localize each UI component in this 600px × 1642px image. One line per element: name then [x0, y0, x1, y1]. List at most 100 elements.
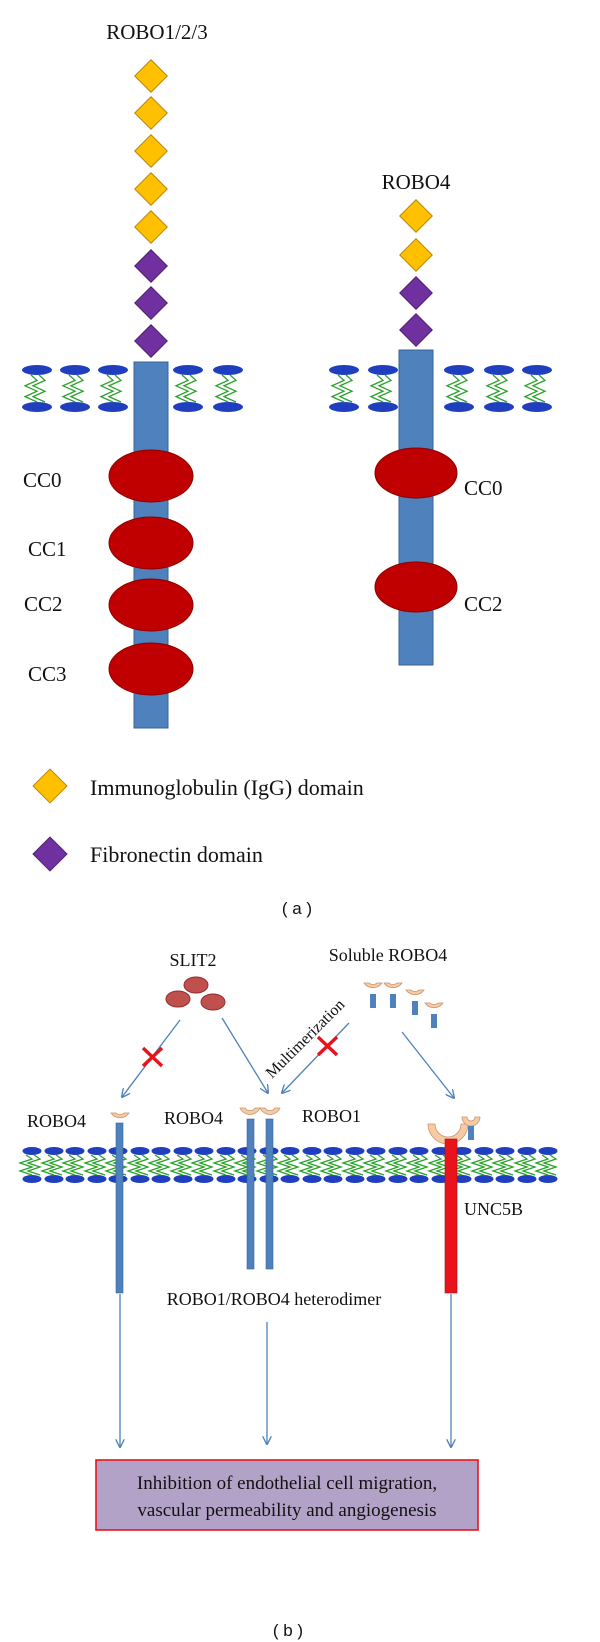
lipid-bilayer-unit — [297, 1147, 323, 1183]
igg-domain — [134, 134, 168, 168]
slit2-ligand — [165, 976, 226, 1011]
lipid-bilayer-unit — [211, 1147, 237, 1183]
cc0-right-label: CC0 — [464, 476, 503, 500]
lipid-bilayer-unit — [146, 1147, 172, 1183]
lipid-bilayer-unit — [189, 1147, 215, 1183]
soluble-robo4-cup — [363, 982, 383, 989]
igg-domain — [399, 199, 433, 233]
soluble-robo4-label: Soluble ROBO4 — [329, 945, 448, 965]
inhibition-cross — [141, 1046, 164, 1068]
soluble-robo4-stalk — [390, 994, 396, 1008]
unc5b-stalk — [444, 1138, 458, 1294]
cc1-left-label: CC1 — [28, 537, 67, 561]
lipid-bilayer-unit — [60, 1147, 86, 1183]
robo4-cup — [239, 1107, 261, 1115]
lipid-bilayer-unit — [368, 365, 398, 412]
cc3-left-label: CC3 — [28, 662, 67, 686]
igg-legend-label: Immunoglobulin (IgG) domain — [90, 775, 364, 800]
robo4-cc0-domain — [374, 447, 458, 499]
unc5b-label: UNC5B — [464, 1199, 523, 1219]
lipid-bilayer-unit — [484, 365, 514, 412]
arrow-slit2-to-robo1 — [221, 1017, 268, 1093]
lipid-bilayer-unit — [60, 365, 90, 412]
fibronectin-domain — [134, 286, 168, 320]
panel-b: SLIT2 Soluble ROBO4 Multimerization — [17, 945, 559, 1640]
robo4-cup — [461, 1116, 481, 1127]
robo123-cc3-domain — [108, 642, 194, 696]
legend: Immunoglobulin (IgG) domain Fibronectin … — [32, 768, 364, 872]
cc2-right-label: CC2 — [464, 592, 503, 616]
soluble-robo4 — [363, 982, 444, 1028]
robo123-receptor — [108, 59, 194, 729]
lipid-bilayer-unit — [361, 1147, 387, 1183]
panel-a-caption: ( a ) — [282, 899, 312, 918]
cell-membrane-b — [17, 1147, 559, 1183]
lipid-bilayer-unit — [213, 365, 243, 412]
igg-domain — [134, 172, 168, 206]
robo123-cc2-domain — [108, 578, 194, 632]
slit2-label: SLIT2 — [170, 950, 217, 970]
igg-domain — [134, 59, 168, 93]
lipid-bilayer-unit — [444, 365, 474, 412]
robo4-label: ROBO4 — [382, 170, 451, 194]
panel-a: ROBO1/2/3 CC0 CC1 CC2 CC3 ROBO4 CC0 CC2 … — [22, 20, 552, 918]
soluble-robo4-cup — [424, 1002, 444, 1009]
lipid-bilayer-unit — [404, 1147, 430, 1183]
fibronectin-legend-swatch — [32, 836, 68, 872]
unc5b-receptor — [427, 1116, 481, 1294]
robo4-mid-label: ROBO4 — [164, 1108, 223, 1128]
fibronectin-domain — [134, 324, 168, 358]
robo1-label: ROBO1 — [302, 1106, 361, 1126]
igg-domain — [399, 238, 433, 272]
heterodimer-label: ROBO1/ROBO4 heterodimer — [167, 1289, 381, 1309]
panel-b-caption: ( b ) — [273, 1621, 303, 1640]
robo4-cup — [110, 1112, 130, 1119]
lipid-bilayer-unit — [329, 365, 359, 412]
slit2-blob — [165, 990, 191, 1008]
soluble-robo4-cup — [383, 982, 403, 989]
inhibition-cross — [316, 1035, 339, 1057]
robo1-robo4-heterodimer — [239, 1107, 281, 1270]
soluble-robo4-stalk — [412, 1001, 418, 1015]
igg-domain — [134, 210, 168, 244]
soluble-robo4-cup — [405, 989, 425, 996]
robo4-left-label: ROBO4 — [27, 1111, 86, 1131]
slit2-blob — [200, 993, 226, 1011]
cc2-left-label: CC2 — [24, 592, 63, 616]
lipid-bilayer-unit — [39, 1147, 65, 1183]
fibronectin-domain — [399, 313, 433, 347]
lipid-bilayer-unit — [173, 365, 203, 412]
lipid-bilayer-unit — [98, 365, 128, 412]
igg-legend-swatch — [32, 768, 68, 804]
lipid-bilayer-unit — [490, 1147, 516, 1183]
outcome-line-1: Inhibition of endothelial cell migration… — [137, 1473, 437, 1494]
robo4-stalk — [246, 1118, 255, 1270]
lipid-bilayer-unit — [275, 1147, 301, 1183]
robo4-stalk — [115, 1122, 124, 1294]
soluble-robo4-stalk — [431, 1014, 437, 1028]
robo4-receptor-left — [110, 1112, 130, 1294]
robo4-stalk — [398, 349, 434, 666]
lipid-bilayer-unit — [522, 365, 552, 412]
lipid-bilayer-unit — [125, 1147, 151, 1183]
lipid-bilayer-unit — [17, 1147, 43, 1183]
robo1-stalk — [265, 1118, 274, 1270]
fibronectin-domain — [134, 249, 168, 283]
robo123-cc0-domain — [108, 449, 194, 503]
arrow-soluble-to-unc5b — [401, 1031, 454, 1098]
arrow-soluble-to-heterodimer — [282, 1022, 350, 1093]
lipid-bilayer-unit — [469, 1147, 495, 1183]
robo4-cc2-domain — [374, 561, 458, 613]
soluble-robo4-stalk — [370, 994, 376, 1008]
signal-arrows — [120, 1017, 454, 1447]
lipid-bilayer-unit — [383, 1147, 409, 1183]
outcome-box: Inhibition of endothelial cell migration… — [95, 1459, 479, 1531]
lipid-bilayer-unit — [22, 365, 52, 412]
igg-domain — [134, 96, 168, 130]
slit2-blob — [183, 976, 209, 994]
robo4-receptor — [374, 199, 458, 666]
fibronectin-domain — [399, 276, 433, 310]
lipid-bilayer-unit — [168, 1147, 194, 1183]
lipid-bilayer-unit — [512, 1147, 538, 1183]
